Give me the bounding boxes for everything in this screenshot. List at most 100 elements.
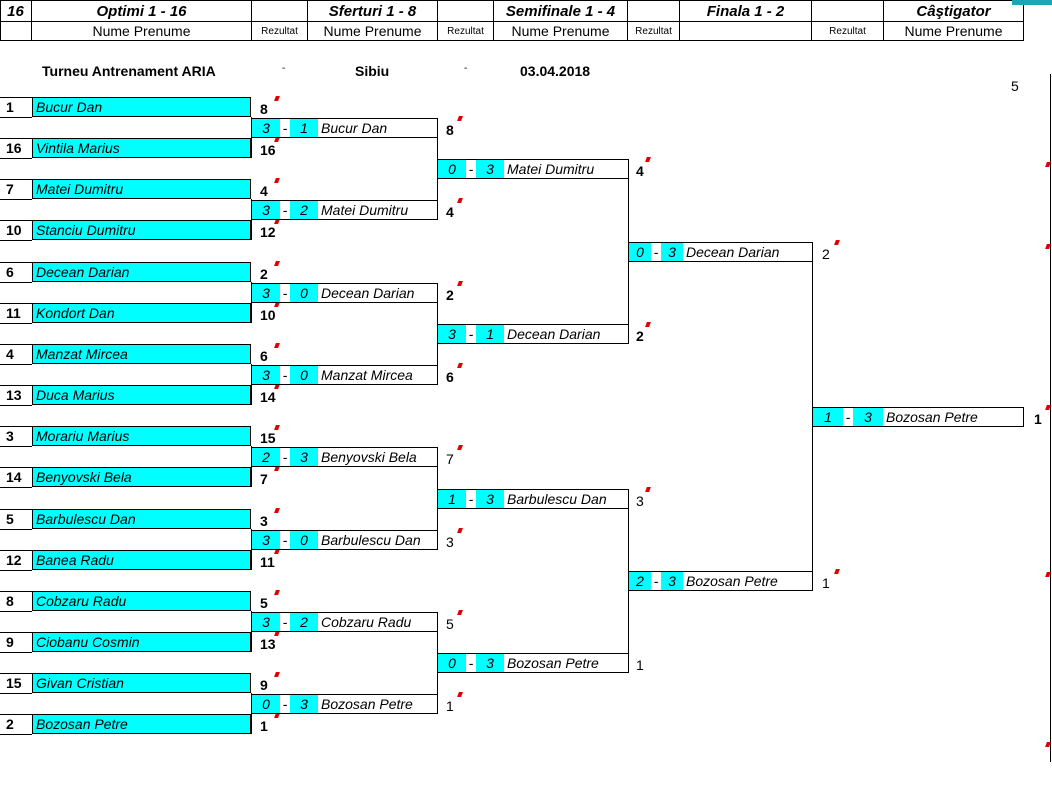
result-marker <box>274 96 280 101</box>
score-left: 3 <box>252 531 280 549</box>
bracket-connector <box>437 303 438 385</box>
seed-number: 8 <box>6 593 14 609</box>
player-cell-r16[interactable]: Stanciu Dumitru <box>32 220 251 240</box>
result-marker <box>457 445 463 450</box>
result-marker <box>645 322 651 327</box>
result-marker <box>457 116 463 121</box>
score-right: 3 <box>476 160 504 178</box>
player-cell-r16[interactable]: Bucur Dan <box>32 97 251 117</box>
result-marker <box>457 281 463 286</box>
header-semifinals-result <box>628 1 680 21</box>
result-marker <box>274 178 280 183</box>
seed-number: 13 <box>6 387 22 403</box>
result-r16: 10 <box>260 307 276 323</box>
row-line <box>0 570 32 571</box>
score-left: 3 <box>252 284 280 302</box>
match-player-name: Cobzaru Radu <box>318 613 437 631</box>
header-winner: Câştigator <box>884 1 1024 21</box>
match-player-name: Matei Dumitru <box>504 160 628 178</box>
seed-number: 9 <box>6 634 14 650</box>
header-final-result <box>812 1 884 21</box>
player-cell-r16[interactable]: Banea Radu <box>32 550 251 570</box>
player-cell-r16[interactable]: Matei Dumitru <box>32 179 251 199</box>
player-cell-r16[interactable]: Manzat Mircea <box>32 344 251 364</box>
player-cell-r16[interactable]: Benyovski Bela <box>32 467 251 487</box>
result-qf: 3 <box>446 534 454 550</box>
match-player-name: Manzat Mircea <box>318 366 437 384</box>
result-marker <box>274 261 280 266</box>
header-round-of-16: Optimi 1 - 16 <box>32 1 252 21</box>
score-left: 0 <box>438 654 466 672</box>
result-r16: 15 <box>260 430 276 446</box>
result-winner: 1 <box>1034 411 1042 427</box>
header-final: Finala 1 - 2 <box>680 1 812 21</box>
result-marker <box>274 672 280 677</box>
seed-number: 11 <box>6 305 21 321</box>
score-right: 3 <box>290 695 318 713</box>
result-marker <box>274 590 280 595</box>
player-cell-r16[interactable]: Duca Marius <box>32 385 251 405</box>
score-right: 3 <box>290 448 318 466</box>
score-dash: - <box>468 491 474 507</box>
row-line <box>0 487 32 488</box>
score-dash: - <box>845 409 851 425</box>
row-line <box>0 426 32 427</box>
score-right: 3 <box>853 408 883 426</box>
result-marker <box>457 198 463 203</box>
match-player-name: Barbulescu Dan <box>318 531 437 549</box>
row-line <box>0 179 32 180</box>
score-left: 0 <box>252 695 280 713</box>
player-cell-r16[interactable]: Barbulescu Dan <box>32 509 251 529</box>
result-r16: 13 <box>260 636 276 652</box>
seed-number: 3 <box>6 428 14 444</box>
score-dash: - <box>282 120 288 136</box>
score-right: 0 <box>290 284 318 302</box>
seed-number: 14 <box>6 469 22 485</box>
bracket-connector <box>437 632 438 714</box>
player-cell-r16[interactable]: Cobzaru Radu <box>32 591 251 611</box>
row-line <box>0 693 32 694</box>
match-player-name: Bozosan Petre <box>318 695 437 713</box>
result-marker <box>834 569 840 574</box>
header-quarterfinals-result <box>438 1 494 21</box>
result-r16: 12 <box>260 224 276 240</box>
row-line <box>0 262 32 263</box>
tournament-name: Turneu Antrenament ARIA <box>42 63 216 79</box>
result-r16: 9 <box>260 677 268 693</box>
player-cell-r16[interactable]: Vintila Marius <box>32 138 251 158</box>
player-cell-r16[interactable]: Ciobanu Cosmin <box>32 632 251 652</box>
result-sf: 4 <box>636 163 644 179</box>
player-cell-r16[interactable]: Bozosan Petre <box>32 714 251 734</box>
player-cell-r16[interactable]: Kondort Dan <box>32 303 251 323</box>
score-left: 3 <box>252 366 280 384</box>
score-dash: - <box>653 573 659 589</box>
player-cell-r16[interactable]: Givan Cristian <box>32 673 251 693</box>
row-line <box>0 117 32 118</box>
score-dash: - <box>282 696 288 712</box>
row-line <box>0 611 32 612</box>
seed-number: 4 <box>6 346 14 362</box>
seed-number: 2 <box>6 716 14 732</box>
player-cell-r16[interactable]: Morariu Marius <box>32 426 251 446</box>
player-cell-r16[interactable]: Decean Darian <box>32 262 251 282</box>
result-marker <box>457 610 463 615</box>
result-marker <box>834 240 840 245</box>
score-dash: - <box>282 367 288 383</box>
accent-marker <box>1012 0 1052 5</box>
seed-number: 15 <box>6 675 22 691</box>
